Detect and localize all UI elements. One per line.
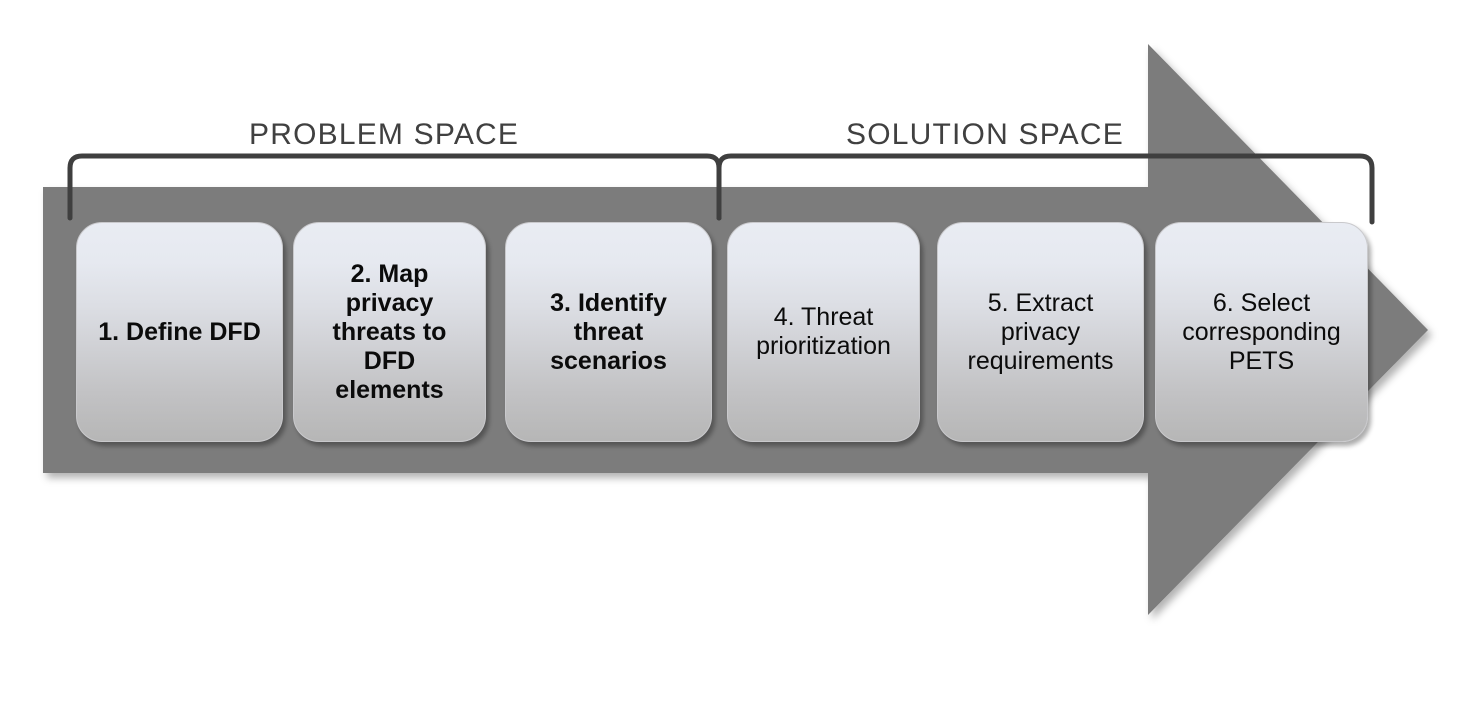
bracket-solution-space xyxy=(716,153,1375,225)
phase-label-solution-space: SOLUTION SPACE xyxy=(846,118,1124,151)
step-label-2: 2. Map privacy threats to DFD elements xyxy=(332,259,447,404)
step-box-5[interactable]: 5. Extract privacy requirements xyxy=(937,222,1144,442)
step-label-4: 4. Threat prioritization xyxy=(756,303,891,360)
bracket-problem-space xyxy=(67,153,722,221)
step-box-2[interactable]: 2. Map privacy threats to DFD elements xyxy=(293,222,486,442)
step-box-4[interactable]: 4. Threat prioritization xyxy=(727,222,920,442)
step-label-5: 5. Extract privacy requirements xyxy=(967,288,1114,375)
step-label-6: 6. Select corresponding PETS xyxy=(1182,288,1341,375)
step-box-1[interactable]: 1. Define DFD xyxy=(76,222,283,442)
step-label-1: 1. Define DFD xyxy=(98,317,261,346)
phase-label-problem-space: PROBLEM SPACE xyxy=(249,118,520,151)
step-box-3[interactable]: 3. Identify threat scenarios xyxy=(505,222,712,442)
step-box-6[interactable]: 6. Select corresponding PETS xyxy=(1155,222,1368,442)
step-label-3: 3. Identify threat scenarios xyxy=(550,288,667,375)
